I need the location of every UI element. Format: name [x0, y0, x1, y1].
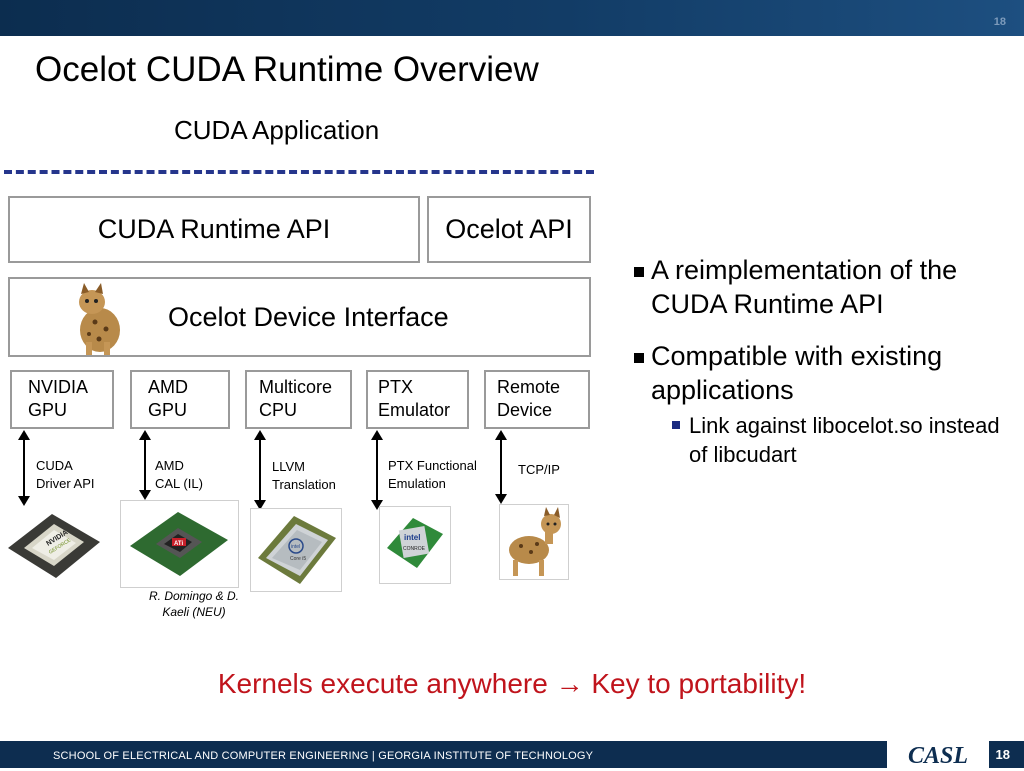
device-label-line2: Emulator	[378, 400, 451, 420]
device-label-line2: GPU	[28, 400, 68, 420]
link-label-line2: CAL (IL)	[155, 476, 203, 491]
tagline-left: Kernels execute anywhere	[217, 668, 548, 699]
credit-line2: Kaeli (NEU)	[162, 605, 226, 619]
header-page-number: 18	[993, 16, 1006, 28]
cuda-runtime-api-box: CUDA Runtime API	[8, 196, 420, 263]
sub-bullet-link: Link against libocelot.so instead of lib…	[634, 411, 1019, 469]
footer-school: SCHOOL OF ELECTRICAL AND COMPUTER ENGINE…	[53, 750, 594, 762]
device-label-line1: Multicore	[259, 377, 333, 397]
intel-core-i5-icon: intel Core i5	[250, 508, 342, 592]
footer-bar: SCHOOL OF ELECTRICAL AND COMPUTER ENGINE…	[0, 741, 1024, 769]
credit-line1: R. Domingo & D.	[148, 589, 240, 603]
svg-text:intel: intel	[291, 544, 300, 550]
link-label-line1: CUDA	[36, 458, 73, 473]
device-box-nvidia-gpu: NVIDIA GPU	[10, 370, 114, 429]
link-label-line2: Driver API	[36, 476, 95, 491]
bullet-compatible: Compatible with existing applications	[634, 339, 1019, 407]
nvidia-gpu-chip-icon: NVIDIA GEFORCE	[8, 514, 100, 578]
link-label-line2: Translation	[272, 477, 336, 492]
svg-text:ATi: ATi	[174, 541, 183, 547]
ati-gpu-chip-icon: ATi	[120, 500, 239, 588]
ocelot-cat-icon	[499, 504, 569, 580]
footer-page-number: 18	[995, 747, 1010, 762]
double-arrow-icon	[254, 430, 266, 510]
svg-text:CONROE: CONROE	[403, 546, 426, 552]
device-label-line1: AMD	[148, 377, 188, 397]
svg-text:intel: intel	[404, 533, 420, 542]
link-label-line1: TCP/IP	[518, 462, 560, 477]
slide-title: Ocelot CUDA Runtime Overview	[35, 50, 539, 89]
casl-logo: CASL	[887, 741, 989, 769]
link-label-line2: Emulation	[388, 476, 446, 491]
svg-text:Core i5: Core i5	[290, 556, 306, 562]
tagline: Kernels execute anywhere → Key to portab…	[0, 668, 1024, 700]
cuda-application-label: CUDA Application	[174, 115, 380, 145]
link-label-amd: AMD CAL (IL)	[155, 457, 203, 493]
ocelot-api-box: Ocelot API	[427, 196, 591, 263]
device-label-line1: Remote	[497, 377, 561, 397]
link-label-remote: TCP/IP	[518, 461, 560, 479]
double-arrow-icon	[371, 430, 383, 510]
device-label-line1: PTX	[378, 377, 414, 397]
device-box-remote-device: Remote Device	[484, 370, 590, 429]
link-label-line1: LLVM	[272, 459, 305, 474]
double-arrow-icon	[139, 430, 151, 500]
device-box-amd-gpu: AMD GPU	[130, 370, 230, 429]
intel-conroe-icon: intel CONROE	[379, 506, 451, 584]
ocelot-api-label: Ocelot API	[445, 214, 573, 244]
device-label-line2: CPU	[259, 400, 298, 420]
device-label-line2: Device	[497, 400, 553, 420]
device-label-line1: NVIDIA	[28, 377, 89, 397]
link-label-line1: PTX Functional	[388, 458, 477, 473]
bullet-list: A reimplementation of the CUDA Runtime A…	[634, 253, 1019, 469]
link-label-multicore: LLVM Translation	[272, 458, 336, 494]
device-label-line2: GPU	[148, 400, 188, 420]
link-label-line1: AMD	[155, 458, 184, 473]
tagline-right: Key to portability!	[591, 668, 807, 699]
cuda-runtime-api-label: CUDA Runtime API	[97, 214, 331, 244]
device-box-ptx-emulator: PTX Emulator	[366, 370, 469, 429]
link-label-ptx: PTX Functional Emulation	[388, 457, 477, 493]
header-bar: 18	[0, 0, 1024, 36]
double-arrow-icon	[495, 430, 507, 504]
application-boundary-line	[4, 170, 594, 174]
right-arrow-icon: →	[555, 668, 584, 699]
link-label-nvidia: CUDA Driver API	[36, 457, 95, 493]
image-credit: R. Domingo & D. Kaeli (NEU)	[120, 588, 268, 620]
ocelot-cat-icon	[79, 283, 120, 355]
double-arrow-icon	[18, 430, 30, 506]
device-box-multicore-cpu: Multicore CPU	[245, 370, 352, 429]
ocelot-device-interface-label: Ocelot Device Interface	[168, 301, 449, 332]
bullet-reimplementation: A reimplementation of the CUDA Runtime A…	[634, 253, 1019, 321]
